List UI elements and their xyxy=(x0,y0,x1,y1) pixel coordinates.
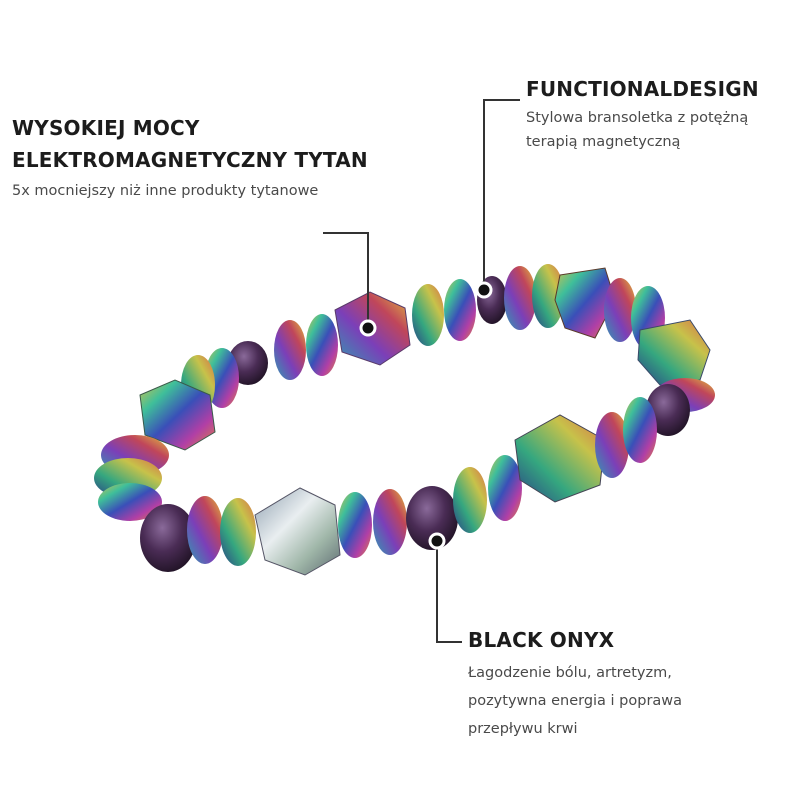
leader-line-onyx xyxy=(436,541,462,643)
dot-onyx xyxy=(428,532,446,550)
callout-functional-title: FUNCTIONALDESIGN xyxy=(526,77,759,101)
callout-functional: FUNCTIONALDESIGN Stylowa bransoletka z p… xyxy=(526,73,796,153)
bracelet-back-row xyxy=(139,264,715,451)
callout-titanium-description: 5x mocniejszy niż inne produkty tytanowe xyxy=(12,183,319,199)
callout-titanium: WYSOKIEJ MOCY ELEKTROMAGNETYCZNY TYTAN 5… xyxy=(12,112,432,202)
bracelet-front-row xyxy=(94,397,657,576)
callout-titanium-title-line2: ELEKTROMAGNETYCZNY TYTAN xyxy=(12,148,368,172)
callout-onyx-title: BLACK ONYX xyxy=(468,628,615,652)
callout-onyx-description-line1: Łagodzenie bólu, artretyzm, xyxy=(468,665,672,681)
callout-titanium-title-line1: WYSOKIEJ MOCY xyxy=(12,116,200,140)
callout-onyx-description-line2: pozytywna energia i poprawa xyxy=(468,693,683,709)
callout-onyx-description-line3: przepływu krwi xyxy=(468,721,578,737)
dot-functional xyxy=(475,281,493,299)
leader-lines xyxy=(323,99,520,643)
dot-titanium xyxy=(359,319,377,337)
callout-onyx: BLACK ONYX Łagodzenie bólu, artretyzm, p… xyxy=(468,624,788,740)
leader-dots xyxy=(359,281,493,550)
callout-functional-description-line1: Stylowa bransoletka z potężną xyxy=(526,110,749,126)
leader-line-titanium xyxy=(323,232,369,328)
leader-line-functional xyxy=(483,99,520,290)
callout-functional-description-line2: terapią magnetyczną xyxy=(526,134,681,150)
